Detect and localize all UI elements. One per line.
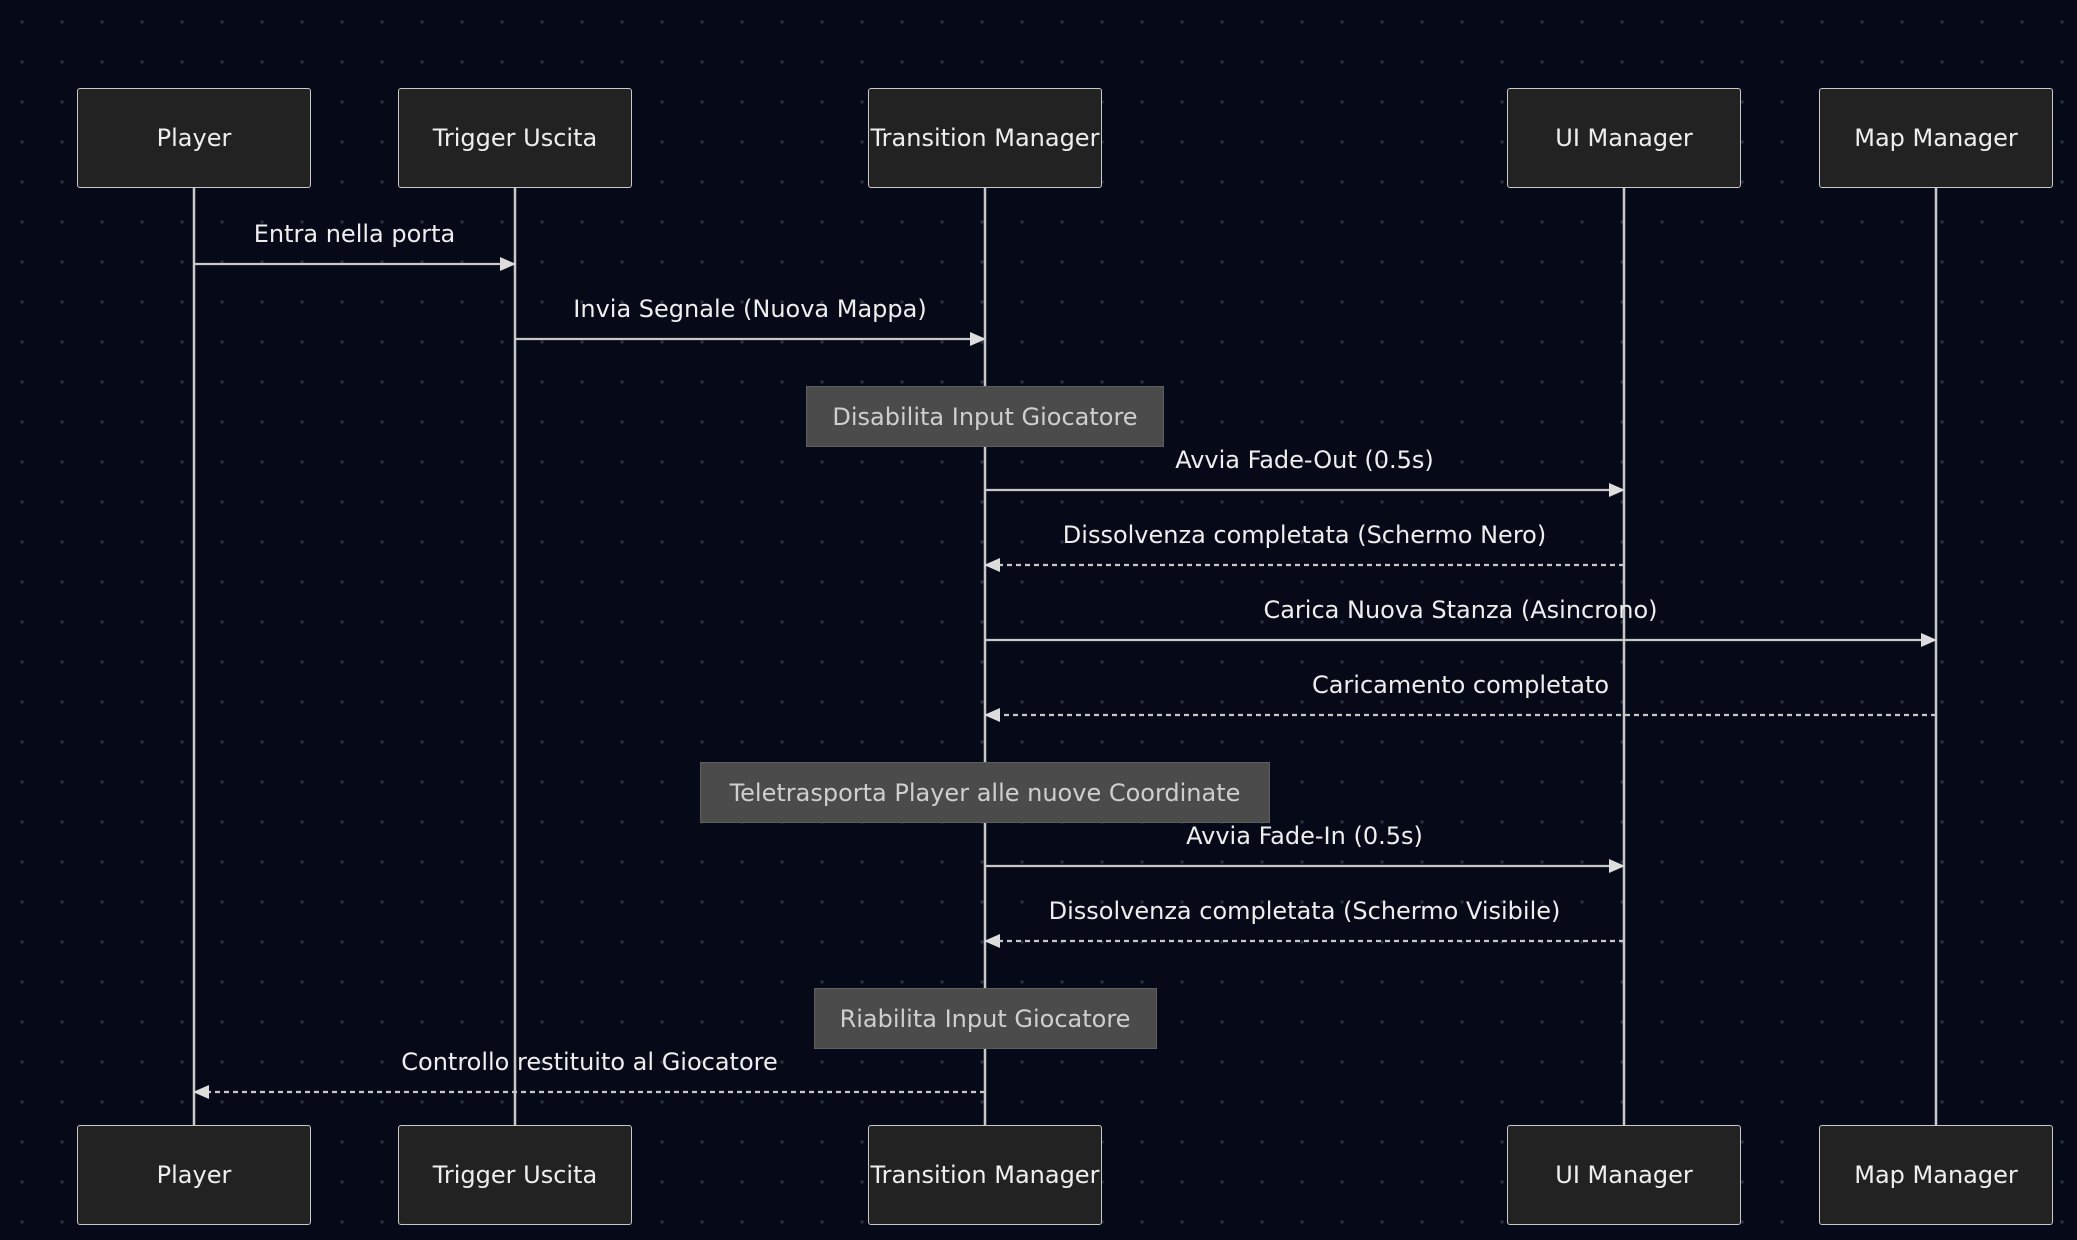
message-label: Avvia Fade-Out (0.5s) <box>1175 446 1434 474</box>
message-label: Dissolvenza completata (Schermo Visibile… <box>1048 897 1561 925</box>
note-box: Disabilita Input Giocatore <box>806 386 1164 447</box>
actor-label: UI Manager <box>1555 1161 1693 1189</box>
message-label: Avvia Fade-In (0.5s) <box>1186 822 1423 850</box>
message-label: Carica Nuova Stanza (Asincrono) <box>1263 596 1658 624</box>
note-label: Disabilita Input Giocatore <box>832 402 1138 431</box>
actor-label: Transition Manager <box>870 1161 1100 1189</box>
actor-player-bottom: Player <box>77 1125 311 1225</box>
actor-map-bottom: Map Manager <box>1819 1125 2053 1225</box>
message-label: Dissolvenza completata (Schermo Nero) <box>1062 521 1547 549</box>
note-label: Riabilita Input Giocatore <box>839 1004 1131 1033</box>
actor-transition-bottom: Transition Manager <box>868 1125 1102 1225</box>
actor-label: Map Manager <box>1854 124 2018 152</box>
actor-label: Player <box>156 1161 232 1189</box>
note-box: Teletrasporta Player alle nuove Coordina… <box>700 762 1270 823</box>
message-label: Invia Segnale (Nuova Mappa) <box>573 295 927 323</box>
actor-label: Transition Manager <box>870 124 1100 152</box>
lifelines <box>192 188 1938 1125</box>
actor-label: UI Manager <box>1555 124 1693 152</box>
note-label: Teletrasporta Player alle nuove Coordina… <box>729 778 1241 807</box>
actor-label: Player <box>156 124 232 152</box>
actor-ui-bottom: UI Manager <box>1507 1125 1741 1225</box>
message-label: Controllo restituito al Giocatore <box>401 1048 778 1076</box>
message-arrows <box>193 257 1937 1099</box>
actor-transition-top: Transition Manager <box>868 88 1102 188</box>
actor-label: Map Manager <box>1854 1161 2018 1189</box>
message-label: Caricamento completato <box>1311 671 1610 699</box>
actor-label: Trigger Uscita <box>432 1161 598 1189</box>
actor-trigger-bottom: Trigger Uscita <box>398 1125 632 1225</box>
actor-ui-top: UI Manager <box>1507 88 1741 188</box>
actor-player-top: Player <box>77 88 311 188</box>
note-box: Riabilita Input Giocatore <box>813 988 1157 1049</box>
actor-label: Trigger Uscita <box>432 124 598 152</box>
actor-map-top: Map Manager <box>1819 88 2053 188</box>
message-label: Entra nella porta <box>253 220 456 248</box>
actor-trigger-top: Trigger Uscita <box>398 88 632 188</box>
